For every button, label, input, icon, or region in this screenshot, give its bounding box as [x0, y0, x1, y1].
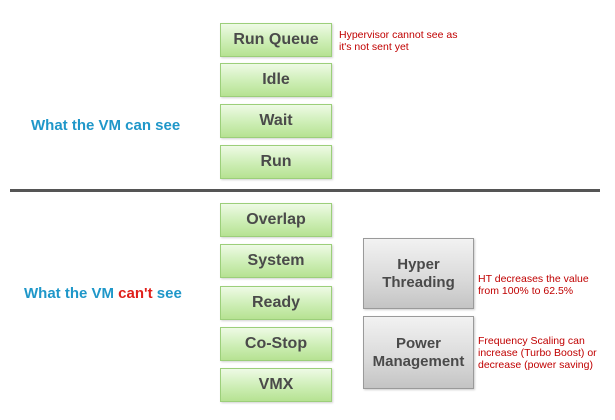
- power-management-note: Frequency Scaling can increase (Turbo Bo…: [478, 335, 597, 371]
- state-idle: Idle: [220, 63, 332, 97]
- vm-cant-see-label-after: see: [152, 285, 182, 302]
- state-system: System: [220, 244, 332, 278]
- vm-cant-see-label-before: What the VM: [24, 285, 119, 302]
- vm-cant-see-highlight: can't: [118, 285, 153, 302]
- state-run-queue: Run Queue: [220, 23, 332, 57]
- vm-can-see-label: What the VM can see: [31, 117, 181, 134]
- state-run: Run: [220, 145, 332, 179]
- state-ready: Ready: [220, 286, 332, 320]
- state-wait: Wait: [220, 104, 332, 138]
- run-queue-note: Hypervisor cannot see as it's not sent y…: [339, 29, 458, 53]
- vm-cant-see-label: What the VM can't see: [24, 285, 182, 302]
- hyper-threading-note: HT decreases the value from 100% to 62.5…: [478, 273, 589, 297]
- state-co-stop: Co-Stop: [220, 327, 332, 361]
- state-overlap: Overlap: [220, 203, 332, 237]
- state-vmx: VMX: [220, 368, 332, 402]
- factor-hyper-threading: Hyper Threading: [363, 238, 474, 309]
- section-divider: [10, 189, 600, 192]
- factor-power-management: Power Management: [363, 316, 474, 389]
